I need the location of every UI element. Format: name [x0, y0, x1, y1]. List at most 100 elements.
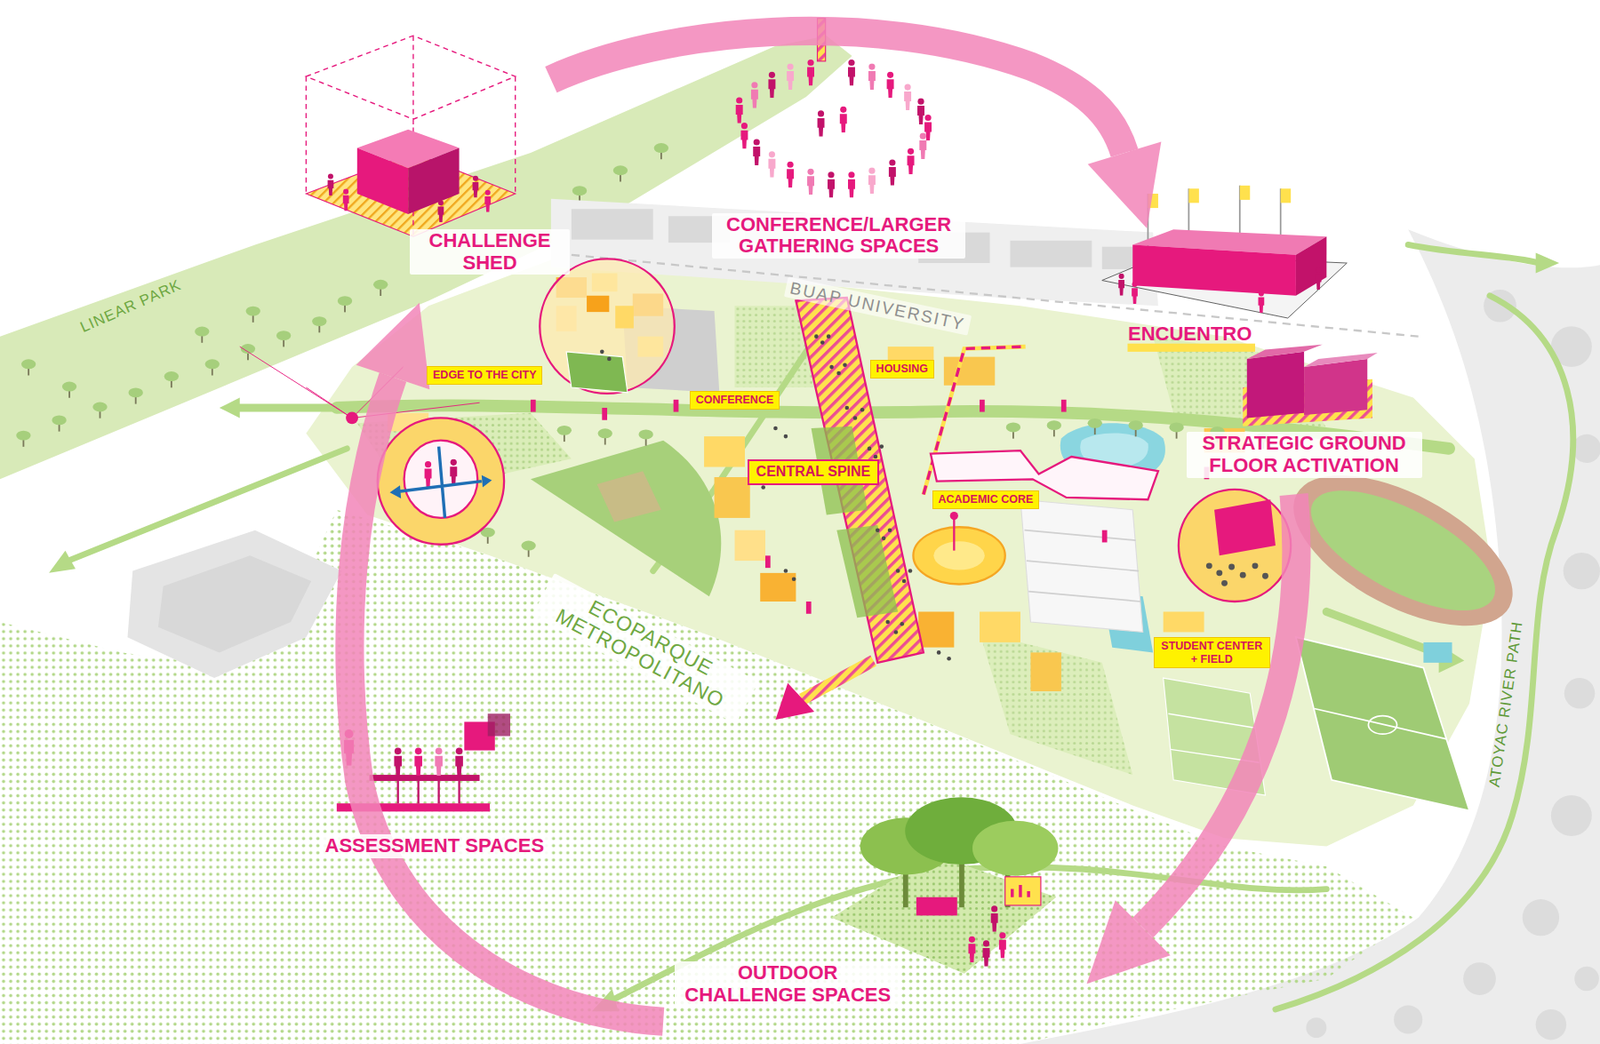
conference-crowd-vignette — [868, 64, 876, 90]
challenge-shed-vignette — [305, 35, 515, 237]
conference-crowd-vignette — [807, 168, 815, 195]
encuentro-vignette — [1280, 188, 1291, 203]
encuentro-vignette — [1118, 273, 1125, 296]
vignette-circle — [615, 305, 634, 328]
vignette-circle — [390, 475, 493, 499]
cycle-arrow — [349, 377, 664, 1023]
campus-trees — [1128, 420, 1143, 437]
crowd-dots — [814, 334, 819, 339]
conference-crowd-vignette — [919, 133, 927, 160]
linear-park — [246, 306, 261, 323]
path-arrowhead — [219, 398, 240, 419]
crowd-dots — [894, 630, 899, 635]
aerial-ground — [1393, 1005, 1423, 1034]
ecoparque-ground — [158, 555, 312, 653]
crowd-dots — [600, 334, 952, 661]
conference-crowd-vignette — [751, 81, 759, 108]
vignette-circle — [566, 352, 628, 393]
assessment-vignette — [414, 748, 423, 777]
path-arrowhead — [1536, 253, 1560, 274]
linear-park — [654, 143, 669, 160]
outdoor-vignette — [1012, 885, 1029, 898]
building-parcels — [1024, 530, 1142, 602]
linear-park — [312, 316, 327, 333]
map-tag: HOUSING — [870, 360, 935, 379]
cycle-arrowhead — [356, 303, 431, 391]
linear-park — [205, 359, 220, 376]
crowd-dots — [902, 579, 907, 584]
crowd-dots — [853, 416, 858, 421]
encuentro-vignette — [1258, 290, 1265, 313]
ground-floor-building — [1247, 352, 1304, 419]
sports-fields — [1294, 466, 1513, 635]
linear-park — [21, 359, 36, 376]
marker-post — [1102, 530, 1108, 544]
aerial-ground — [1536, 1009, 1567, 1040]
marker-post — [765, 555, 771, 568]
vignette-circle — [1240, 572, 1247, 579]
assessment-vignette — [488, 713, 511, 736]
sports-fields — [1423, 642, 1452, 664]
central-spine — [775, 683, 815, 720]
linear-park — [16, 431, 31, 448]
crowd-dots — [826, 334, 832, 339]
marker-post — [979, 400, 985, 413]
linear-park — [337, 296, 352, 312]
crowd-dots — [888, 528, 893, 533]
campus-trees — [520, 541, 536, 558]
conference-crowd-vignette — [904, 83, 912, 110]
campus-ground — [305, 260, 1492, 848]
path-arrowhead — [48, 551, 76, 574]
map-tag: STUDENT CENTER + FIELD — [1153, 637, 1271, 669]
building-parcels — [735, 530, 766, 561]
outdoor-vignette — [1005, 877, 1041, 906]
green-path — [234, 403, 337, 412]
outdoor-vignette — [916, 897, 958, 917]
outdoor-vignette — [991, 905, 999, 932]
campus-trees — [638, 430, 653, 447]
challenge-shed-vignette — [328, 173, 335, 196]
aerial-ground — [1574, 967, 1600, 992]
cycle-arrow — [551, 31, 1125, 153]
challenge-shed-vignette — [357, 147, 408, 215]
vignette-title: ENCUENTRO — [1128, 323, 1252, 346]
marker-post — [1061, 400, 1067, 413]
vignette-circle — [1206, 562, 1213, 569]
cycle-arrow — [349, 31, 1296, 1023]
challenge-shed-vignette — [305, 35, 515, 237]
vignette-title: ASSESSMENT SPACES — [320, 834, 550, 859]
vignette-circle — [539, 258, 675, 393]
linear-park — [51, 415, 66, 432]
crowd-dots — [885, 620, 890, 625]
conference-crowd-vignette — [768, 151, 776, 177]
crowd-dots — [900, 622, 905, 627]
aerial-ground — [1463, 962, 1496, 996]
marker-post — [530, 400, 536, 413]
vignette-circle — [1216, 569, 1223, 576]
assessment-vignette — [434, 748, 443, 777]
crowd-dots — [845, 406, 850, 411]
vignette-title: CONFERENCE/LARGER GATHERING SPACES — [712, 213, 966, 259]
academic-core — [912, 346, 1159, 584]
academic-core — [912, 527, 1005, 584]
conference-crowd-vignette — [840, 106, 848, 133]
challenge-shed-vignette — [484, 190, 491, 213]
outdoor-vignette — [999, 932, 1007, 959]
crowd-dots — [760, 485, 766, 490]
conference-crowd-vignette — [848, 59, 856, 86]
spine-tag: CENTRAL SPINE — [747, 459, 880, 486]
building-parcels — [704, 436, 745, 467]
building-parcels — [918, 611, 954, 648]
vignette-circle — [1262, 573, 1269, 580]
campus-trees — [1006, 422, 1021, 439]
conference-crowd-vignette — [786, 161, 794, 188]
ground-floor-building — [1304, 352, 1378, 368]
sports-fields — [597, 471, 662, 522]
marker-post — [345, 412, 359, 425]
vignette-circle — [1228, 564, 1235, 571]
outdoor-vignette — [832, 797, 1059, 975]
aerial-ground — [1564, 678, 1595, 709]
